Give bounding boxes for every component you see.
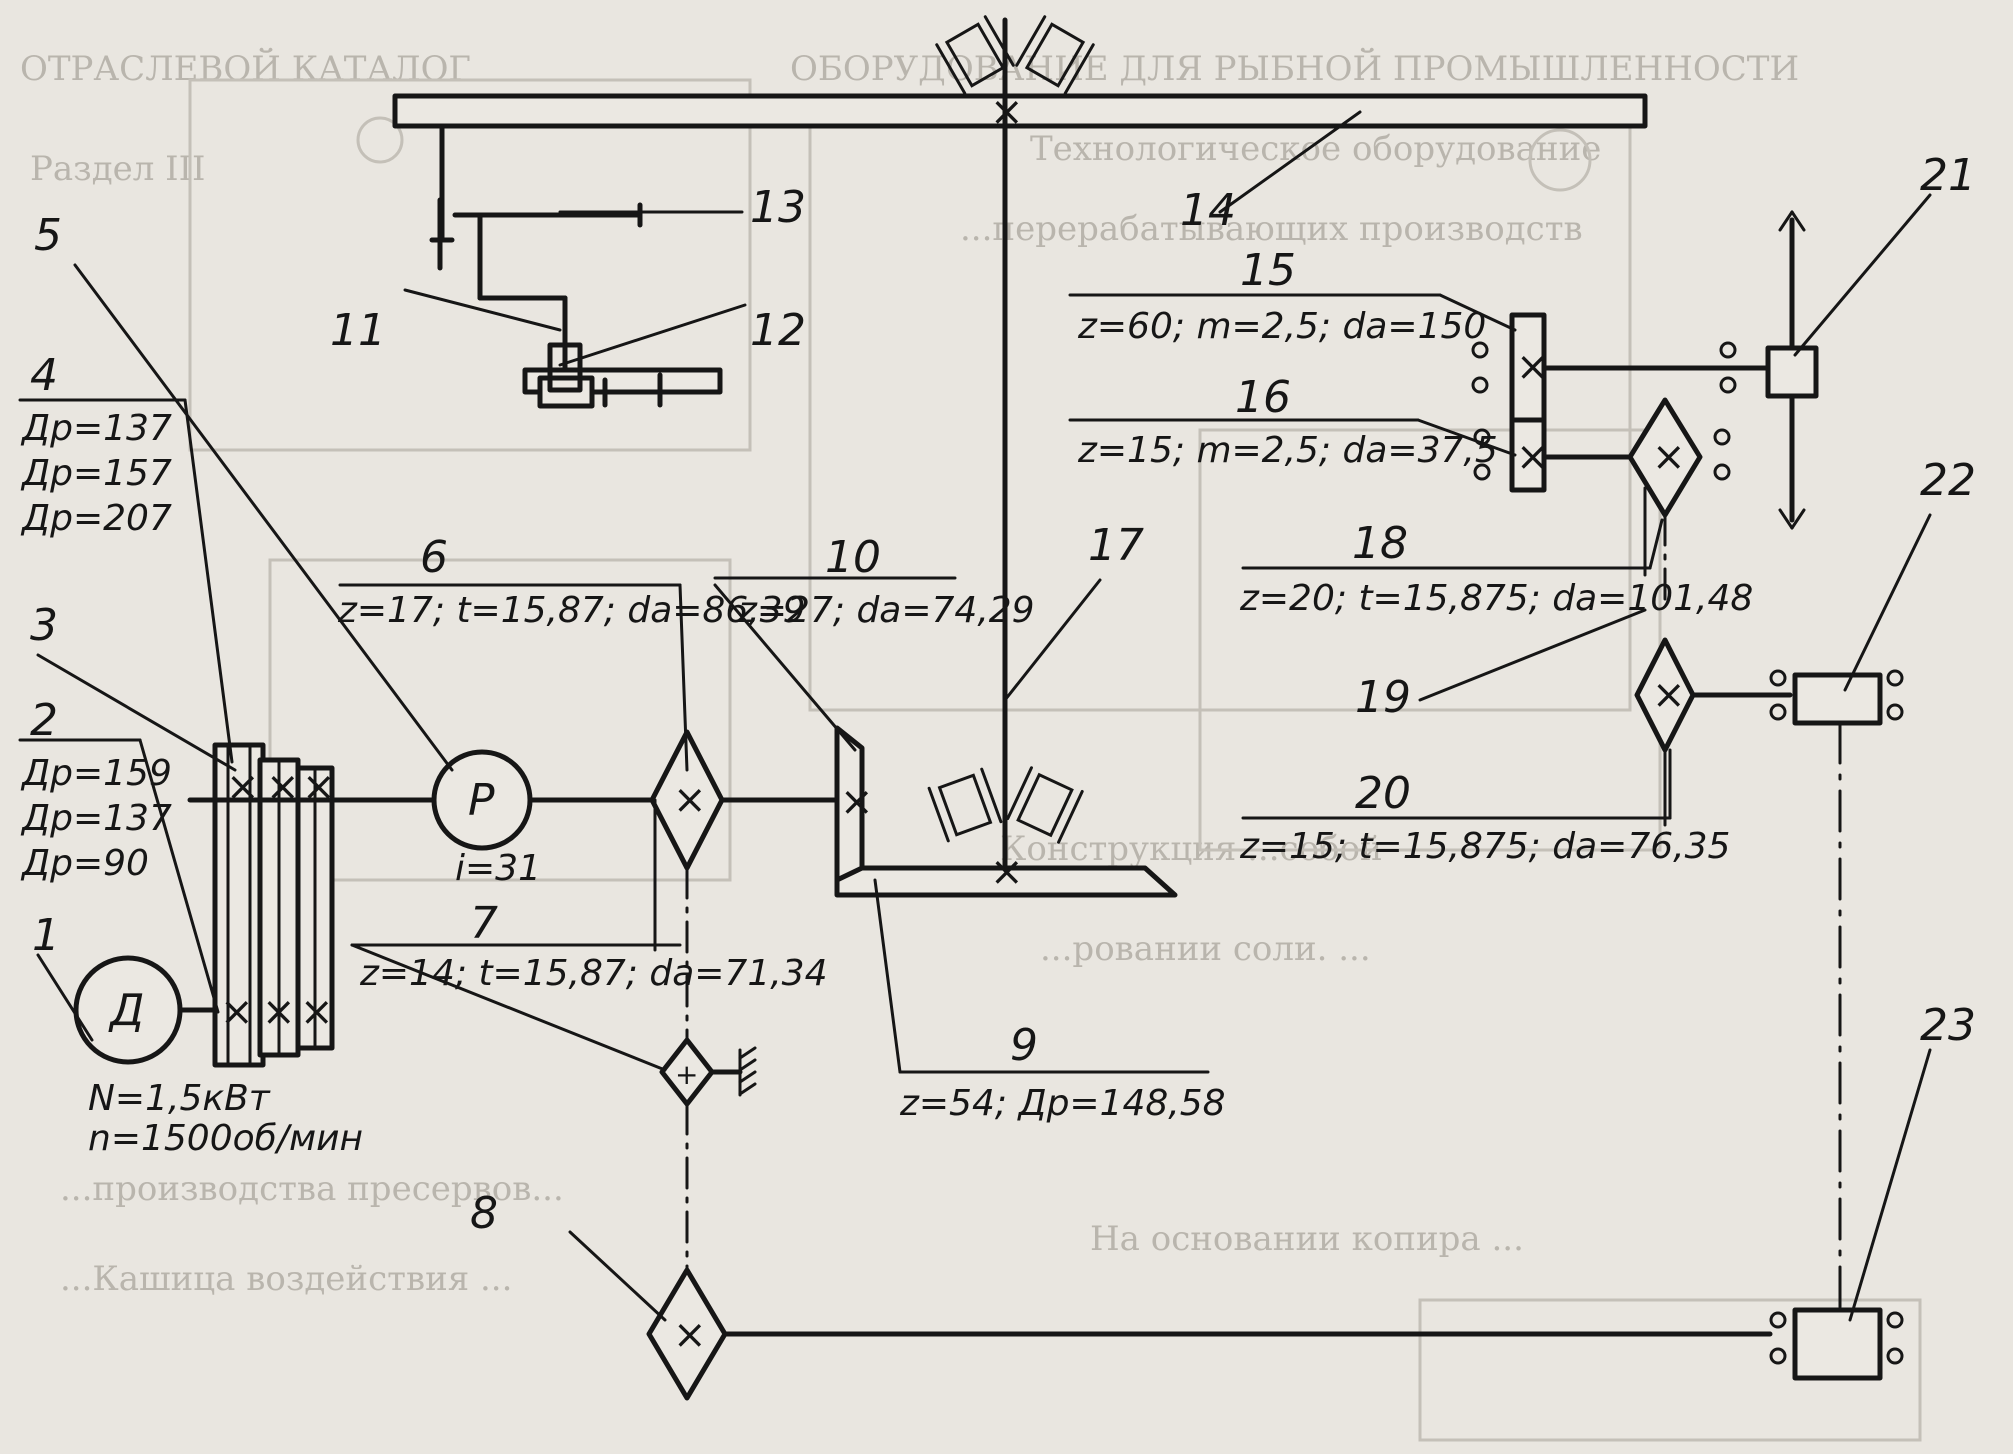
joint-cross-top: × — [990, 89, 1024, 135]
svg-text:...перерабатывающих производст: ...перерабатывающих производств — [960, 209, 1583, 249]
svg-text:...Кашица воздействия ...: ...Кашица воздействия ... — [60, 1259, 512, 1299]
spec-motor-speed: n=1500об/мин — [88, 1118, 363, 1159]
label-15: 15 — [1240, 245, 1296, 296]
bearing-top-left — [935, 15, 1015, 95]
label-23: 23 — [1920, 1000, 1976, 1051]
svg-text:Раздел III: Раздел III — [30, 149, 205, 189]
svg-text:×: × — [262, 989, 296, 1035]
svg-text:Технологическое оборудование: Технологическое оборудование — [1030, 129, 1601, 169]
sprocket-8 — [646, 1267, 728, 1401]
motor-symbol: Д — [108, 985, 144, 1036]
spec-sprocket-20: z=15; t=15,875; dа=76,35 — [1239, 826, 1730, 867]
label-3: 3 — [30, 600, 58, 651]
label-21: 21 — [1920, 150, 1976, 201]
background-print: ОТРАСЛЕВОЙ КАТАЛОГ ОБОРУДОВАНИЕ ДЛЯ РЫБН… — [20, 47, 1922, 1442]
label-10: 10 — [825, 532, 881, 583]
svg-text:×: × — [300, 989, 334, 1035]
svg-text:×: × — [673, 777, 707, 823]
bearings-15-16 — [1471, 341, 1737, 481]
svg-text:×: × — [1652, 672, 1686, 718]
bearing-lower-right — [1006, 766, 1084, 844]
spec-pulley4-1: Дp=137 — [20, 408, 172, 449]
spec-pulley2-3: Дp=90 — [20, 843, 149, 884]
svg-text:×: × — [1652, 434, 1686, 480]
label-13: 13 — [750, 182, 806, 233]
spec-pulley4-3: Дp=207 — [20, 498, 172, 539]
label-17: 17 — [1088, 520, 1144, 571]
svg-text:×: × — [226, 764, 260, 810]
label-19: 19 — [1355, 672, 1411, 723]
mechanism-11-13 — [429, 123, 723, 409]
svg-text:×: × — [266, 764, 300, 810]
label-7: 7 — [470, 898, 498, 949]
bearings-22-23 — [1769, 669, 1904, 1365]
spec-sprocket-18: z=20; t=15,875; dа=101,48 — [1239, 578, 1753, 619]
bevel-gear-9 — [834, 865, 1178, 898]
label-22: 22 — [1920, 455, 1976, 506]
svg-text:×: × — [302, 764, 336, 810]
unit-22 — [1792, 672, 1883, 726]
svg-text:×: × — [673, 1312, 707, 1358]
bearing-lower-left — [927, 767, 1003, 843]
label-8: 8 — [470, 1188, 498, 1239]
spec-reducer-ratio: i=31 — [455, 848, 541, 889]
spec-sprocket-7: z=14; t=15,87; dа=71,34 — [359, 953, 828, 994]
spec-gear-15: z=60; m=2,5; dа=150 — [1077, 306, 1486, 347]
spec-motor-power: N=1,5кВт — [88, 1078, 271, 1119]
label-18: 18 — [1352, 518, 1408, 569]
leader-lines — [18, 110, 1932, 1322]
label-5: 5 — [34, 210, 62, 261]
spec-gear-9: z=54; Дp=148,58 — [899, 1083, 1226, 1124]
beam-14 — [392, 93, 1648, 129]
label-11: 11 — [330, 305, 386, 356]
label-9: 9 — [1010, 1020, 1038, 1071]
svg-text:×: × — [990, 849, 1024, 895]
spec-sprocket-6: z=17; t=15,87; dа=86,39 — [337, 590, 806, 631]
spec-gear-10: z=27; dа=74,29 — [737, 590, 1035, 631]
svg-text:...ровании соли. ...: ...ровании соли. ... — [1040, 929, 1371, 969]
label-1: 1 — [32, 910, 60, 961]
svg-text:×: × — [220, 989, 254, 1035]
svg-text:ОТРАСЛЕВОЙ КАТАЛОГ: ОТРАСЛЕВОЙ КАТАЛОГ — [20, 47, 471, 89]
pulley-block: × × × × × × — [212, 742, 336, 1068]
worm-21 — [1765, 210, 1819, 530]
label-12: 12 — [750, 305, 806, 356]
label-16: 16 — [1235, 372, 1291, 423]
spec-pulley2-2: Дp=137 — [20, 798, 172, 839]
label-6: 6 — [420, 532, 448, 583]
spec-pulley2-1: Дp=159 — [20, 753, 172, 794]
spec-pulley4-2: Дp=157 — [20, 453, 172, 494]
bearing-top-right — [1015, 15, 1095, 95]
label-20: 20 — [1355, 768, 1411, 819]
label-14: 14 — [1180, 185, 1236, 236]
label-4: 4 — [30, 350, 58, 401]
svg-text:×: × — [840, 779, 874, 825]
reducer-symbol: Р — [468, 775, 495, 826]
label-2: 2 — [30, 695, 58, 746]
svg-text:...производства пресервов...: ...производства пресервов... — [60, 1169, 564, 1209]
spec-gear-16: z=15; m=2,5; dа=37,5 — [1077, 430, 1498, 471]
svg-text:На основании копира ...: На основании копира ... — [1090, 1219, 1524, 1259]
svg-text:+: + — [675, 1058, 698, 1091]
unit-23 — [1792, 1307, 1883, 1381]
